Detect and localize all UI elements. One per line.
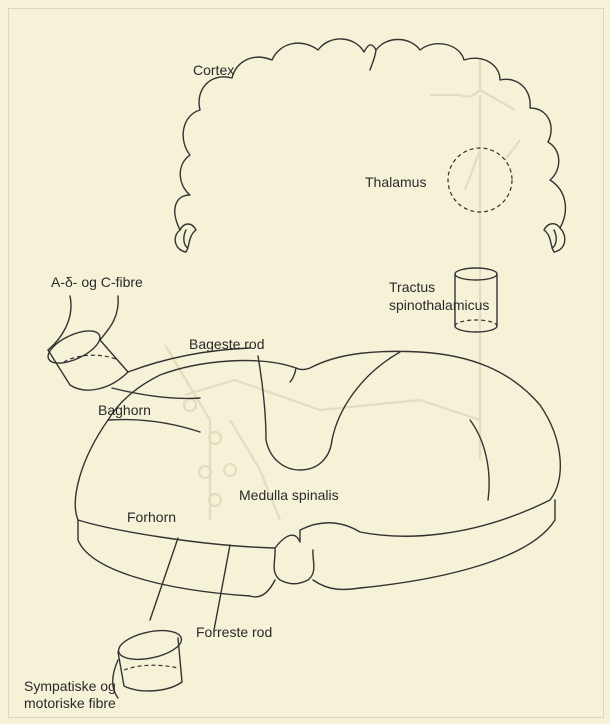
label-thalamus: Thalamus [365, 174, 426, 190]
label-sympatiske-line2: motoriske fibre [24, 695, 116, 711]
label-sympatiske-line1: Sympatiske og [24, 678, 116, 694]
spinal-cord [75, 351, 560, 597]
ventral-fibre-bundle [113, 538, 230, 698]
ghost-pathway [165, 60, 520, 520]
label-medulla-spinalis: Medulla spinalis [239, 487, 339, 503]
label-cortex: Cortex [193, 62, 234, 78]
label-tractus-line2: spinothalamicus [389, 297, 489, 313]
label-baghorn: Baghorn [98, 402, 151, 418]
label-forreste-rod: Forreste rod [196, 624, 272, 640]
label-a-delta-c-fibre: A-δ- og C-fibre [51, 274, 143, 290]
label-tractus-line1: Tractus [389, 279, 435, 295]
label-bageste-rod: Bageste rod [189, 336, 265, 352]
label-forhorn: Forhorn [127, 509, 176, 525]
